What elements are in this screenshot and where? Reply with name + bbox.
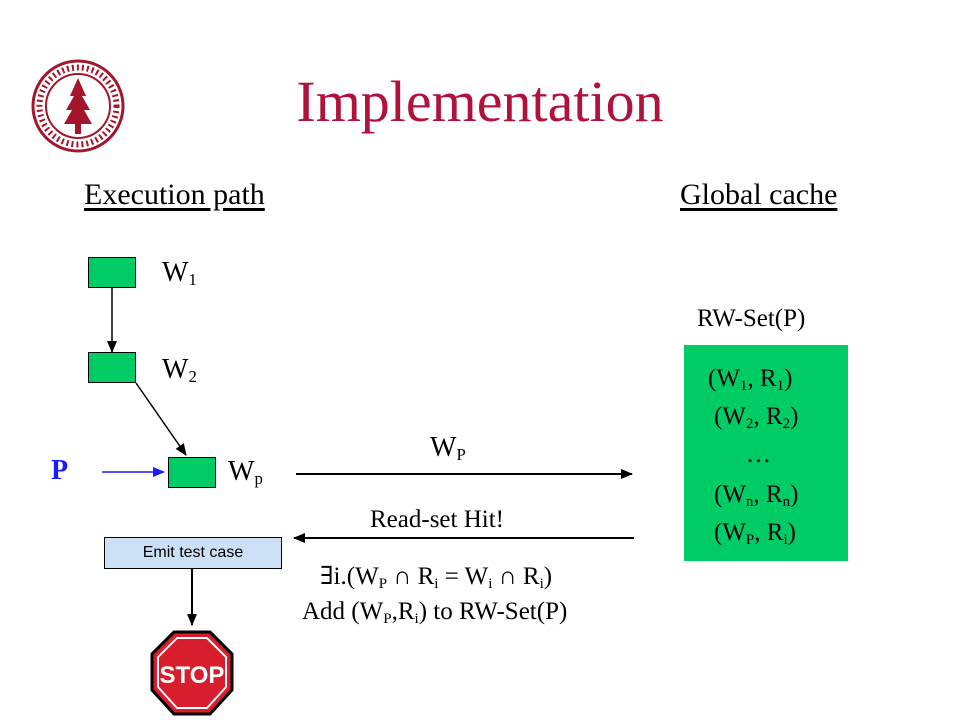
cache-entry-p: (WP, Ri)	[714, 519, 796, 548]
cache-entry-1: (W1, R1)	[708, 365, 793, 394]
node-wp	[168, 457, 216, 488]
cache-entry-n: (Wn, Rn)	[714, 481, 799, 510]
input-p-label: P	[51, 455, 69, 486]
execution-path-heading: Execution path	[84, 178, 265, 211]
emit-test-case-box: Emit test case	[104, 537, 282, 569]
response-label: Read-set Hit!	[370, 506, 504, 533]
node-w1	[88, 257, 136, 288]
node-w1-label: W1	[162, 257, 197, 290]
request-label: WP	[430, 432, 466, 465]
node-w2	[88, 352, 136, 383]
university-seal-icon	[31, 59, 125, 153]
rw-set-label: RW-Set(P)	[697, 305, 806, 332]
cache-entry-2: (W2, R2)	[714, 403, 799, 432]
stop-sign-text: STOP	[160, 662, 225, 689]
slide-title: Implementation	[296, 69, 664, 134]
condition-text: ∃i.(WP ∩ Ri = Wi ∩ Ri)	[320, 563, 553, 592]
cache-ellipsis: …	[746, 441, 771, 468]
stop-sign-icon: STOP	[150, 630, 234, 716]
global-cache-heading: Global cache	[680, 178, 838, 211]
edge-w2-wp	[135, 382, 187, 456]
node-wp-label: Wp	[228, 456, 263, 489]
rw-set-box: (W1, R1) (W2, R2) … (Wn, Rn) (WP, Ri)	[684, 345, 848, 561]
action-text: Add (WP,Ri) to RW-Set(P)	[302, 598, 568, 627]
node-w2-label: W2	[162, 354, 197, 387]
